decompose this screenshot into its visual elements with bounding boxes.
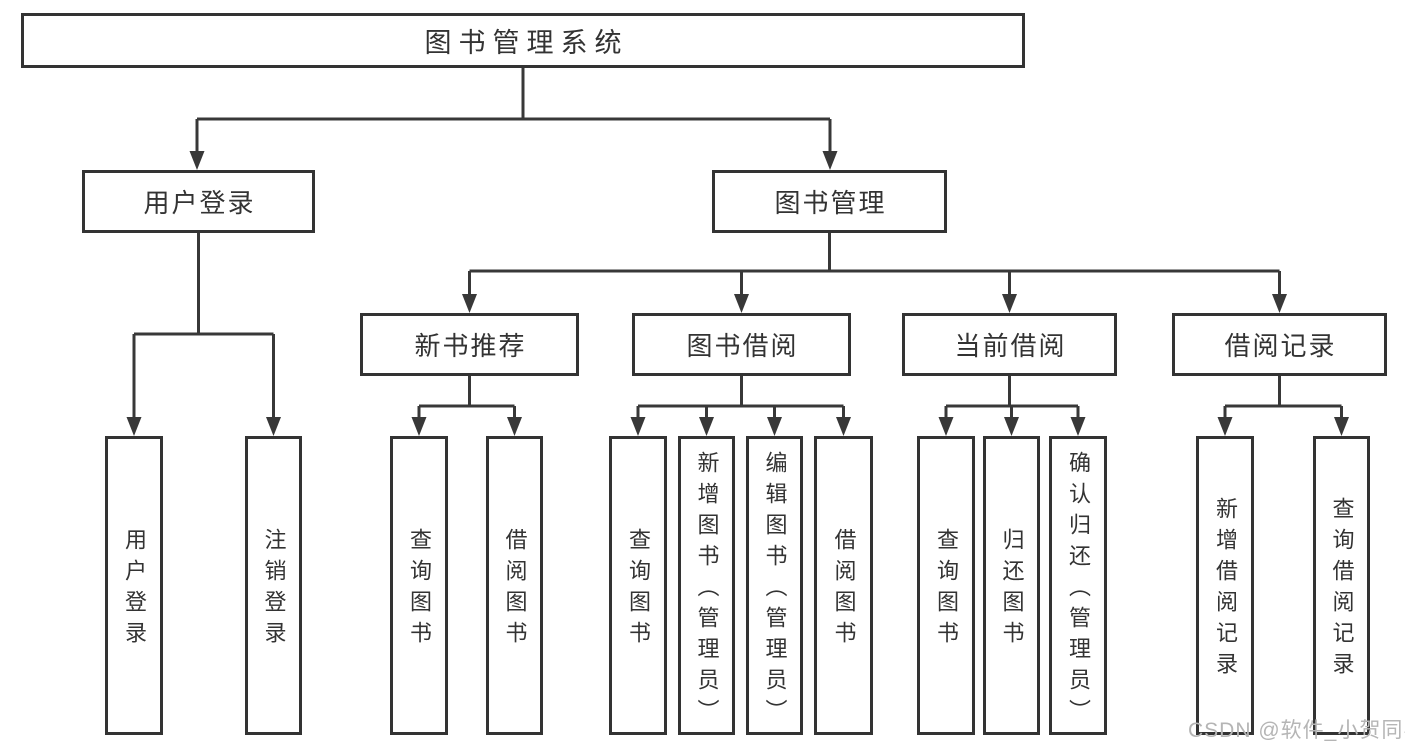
node-book-borrow: 图书借阅 — [632, 313, 851, 376]
leaf-user-login: 用户登录 — [105, 436, 163, 735]
node-current-borrow: 当前借阅 — [902, 313, 1117, 376]
node-label: 图书借阅 — [686, 331, 799, 361]
leaf-query-books-recommend: 查询图书 — [390, 436, 448, 735]
node-borrow-records: 借阅记录 — [1172, 313, 1387, 376]
leaf-borrow-books: 借阅图书 — [814, 436, 873, 735]
node-label: 新增借阅记录 — [1213, 497, 1238, 683]
node-label: 查询图书 — [934, 528, 959, 652]
node-label: 图书管理系统 — [424, 28, 629, 58]
node-label: 当前借阅 — [954, 331, 1067, 361]
csdn-watermark: CSDN @软件_小贺同学 — [1188, 719, 1405, 742]
node-label: 新书推荐 — [414, 331, 527, 361]
node-label: 借阅图书 — [502, 528, 528, 652]
leaf-add-borrow-record: 新增借阅记录 — [1196, 436, 1254, 735]
node-book-management-module: 图书管理 — [712, 170, 947, 233]
node-label: 归还图书 — [999, 528, 1025, 652]
leaf-return-books: 归还图书 — [983, 436, 1040, 735]
node-label: 编辑图书（管理员） — [762, 450, 788, 730]
node-label: 借阅记录 — [1224, 331, 1337, 361]
arrowheads — [126, 151, 1349, 436]
leaf-edit-books-admin: 编辑图书（管理员） — [746, 436, 803, 735]
leaf-logout: 注销登录 — [245, 436, 302, 735]
leaf-query-borrow-record: 查询借阅记录 — [1313, 436, 1370, 735]
node-user-login-module: 用户登录 — [82, 170, 315, 233]
leaf-query-books-current: 查询图书 — [917, 436, 975, 735]
node-label: 新增图书（管理员） — [694, 450, 720, 730]
node-new-book-recommend: 新书推荐 — [360, 313, 579, 376]
node-label: 注销登录 — [261, 528, 287, 652]
node-label: 确认归还（管理员） — [1066, 450, 1091, 730]
leaf-add-books-admin: 新增图书（管理员） — [678, 436, 735, 735]
node-root-system: 图书管理系统 — [21, 13, 1025, 68]
node-label: 用户登录 — [122, 528, 147, 652]
leaf-borrow-books-recommend: 借阅图书 — [486, 436, 543, 735]
leaf-query-books-borrow: 查询图书 — [609, 436, 667, 735]
node-label: 图书管理 — [774, 188, 887, 218]
node-label: 查询图书 — [626, 528, 651, 652]
node-label: 用户登录 — [143, 188, 256, 218]
node-label: 查询借阅记录 — [1329, 497, 1355, 683]
node-label: 借阅图书 — [831, 528, 857, 652]
leaf-confirm-return-admin: 确认归还（管理员） — [1049, 436, 1107, 735]
node-label: 查询图书 — [407, 528, 432, 652]
